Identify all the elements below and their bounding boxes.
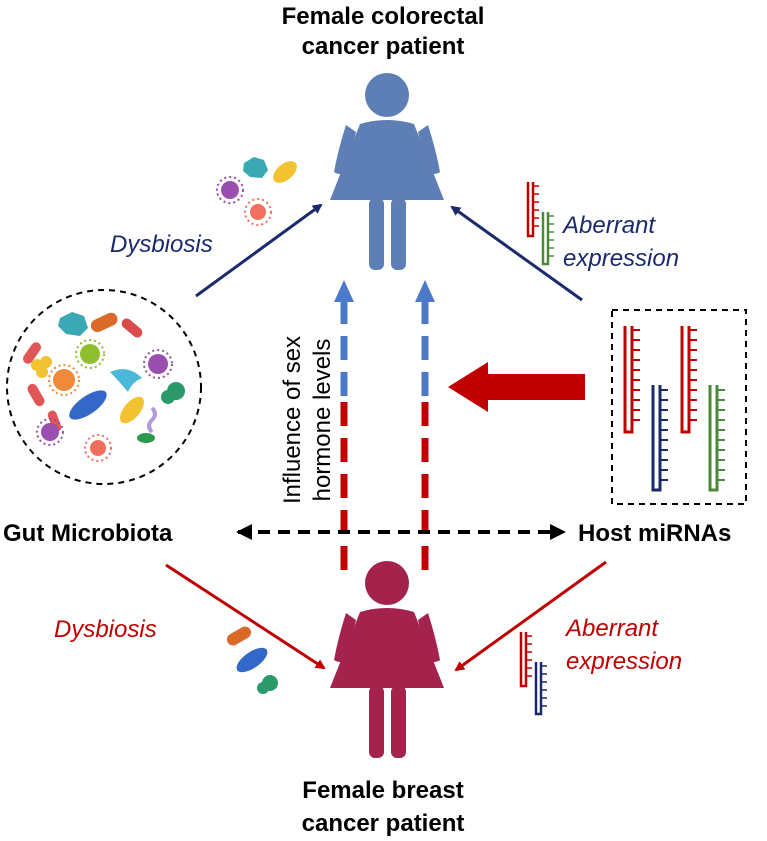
- bottom-right-edge-label-line1: Aberrant: [564, 615, 659, 642]
- hormone-label-line2: hormone levels: [309, 339, 336, 502]
- mirna-box-icon: [611, 309, 747, 505]
- arrow-mirna-to-top: [450, 205, 583, 302]
- bottom-patient-title-line2: cancer patient: [302, 810, 465, 837]
- arrow-microbiota-to-bottom: [165, 563, 326, 670]
- arrow-microbiota-to-top: [195, 203, 323, 298]
- female-figure-red-icon: [330, 561, 444, 758]
- mirna-small-bottom-icon: [519, 632, 547, 716]
- top-patient-title-line2: cancer patient: [302, 33, 465, 60]
- bottom-left-edge-label: Dysbiosis: [54, 616, 157, 643]
- top-right-edge-label-line2: expression: [563, 245, 679, 272]
- gut-microbiota-label: Gut Microbiota: [3, 520, 173, 547]
- host-mirnas-label: Host miRNAs: [578, 520, 731, 547]
- bottom-patient-title-line1: Female breast: [302, 777, 463, 804]
- hormone-dashed-arrows: [334, 280, 435, 570]
- mirna-small-top-icon: [526, 182, 554, 266]
- female-figure-blue-icon: [330, 73, 444, 270]
- top-patient-title-line1: Female colorectal: [282, 3, 485, 30]
- big-red-arrow: [448, 362, 585, 412]
- top-right-edge-label-line1: Aberrant: [561, 212, 656, 239]
- microbiota-mirna-bidirectional-arrow: [236, 524, 566, 540]
- microbes-bottom-icon: [226, 626, 278, 694]
- hormone-label-line1: Influence of sex: [279, 336, 306, 504]
- microbes-top-icon: [216, 157, 297, 226]
- bottom-right-edge-label-line2: expression: [566, 648, 682, 675]
- microbiota-community-icon: [6, 289, 202, 485]
- top-left-edge-label: Dysbiosis: [110, 231, 213, 258]
- arrow-mirna-to-bottom: [454, 560, 607, 672]
